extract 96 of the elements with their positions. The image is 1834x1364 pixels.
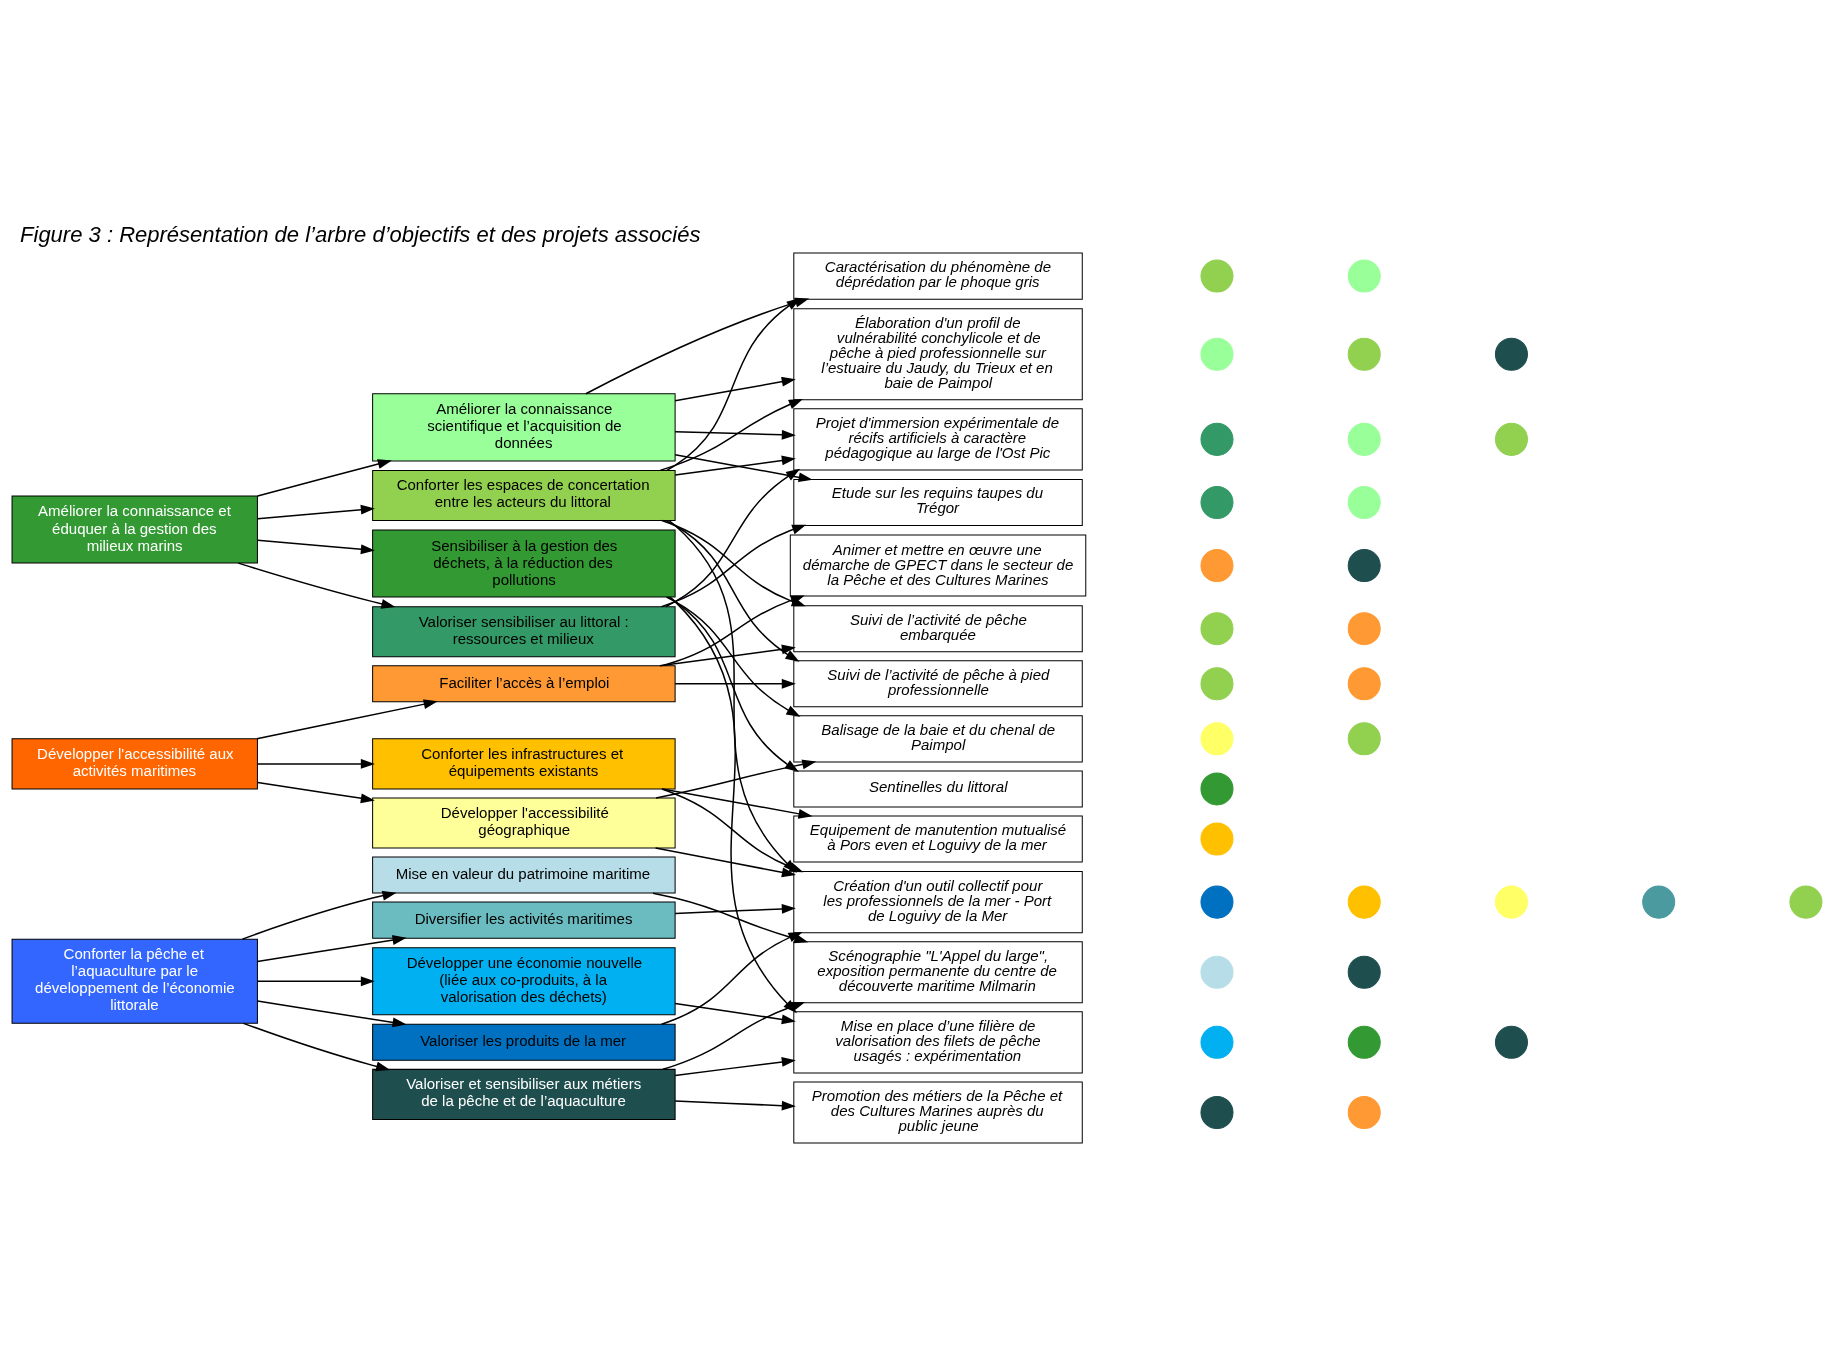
arrow	[667, 596, 799, 772]
arrow	[674, 1100, 796, 1111]
node-box: Création d'un outil collectif pour les professionnels de la mer - Port de Loguivy de la Mer	[793, 871, 1083, 934]
node-box: Projet d'immersion expérimentale de récifs artificiels à caractère pédagogique au large de l'Ost Pic	[793, 408, 1083, 471]
node-box: Valoriser sensibiliser au littoral : ressources et milieux	[372, 606, 676, 658]
diagram-title: Figure 3 : Représentation de l’arbre d’objectifs et des projets associés	[20, 221, 701, 247]
arrow	[674, 429, 796, 440]
node-circle	[1347, 885, 1381, 919]
arrow	[256, 935, 407, 963]
node-circle	[1200, 885, 1234, 919]
node-circle	[1347, 667, 1381, 701]
node-circle	[1200, 822, 1234, 856]
arrow	[654, 847, 796, 878]
node-box: Conforter les espaces de concertation entre les acteurs du littoral	[372, 469, 676, 521]
node-box: Balisage de la baie et du chenal de Paimpol	[793, 715, 1083, 763]
node-box: Valoriser les produits de la mer	[372, 1023, 676, 1061]
node-circle	[1200, 955, 1234, 989]
arrow	[674, 1002, 796, 1025]
arrow	[256, 758, 375, 769]
node-box: Sentinelles du littoral	[793, 770, 1083, 808]
node-box: Sensibiliser à la gestion des déchets, à la réduction des pollutions	[372, 529, 676, 598]
node-box: Diversifier les activités maritimes	[372, 901, 676, 939]
node-box: Scénographie "L'Appel du large", exposition permanente du centre de découverte maritime Milmarin	[793, 941, 1083, 1004]
arrow	[256, 539, 375, 555]
arrow	[256, 1000, 407, 1028]
node-circle	[1200, 1025, 1234, 1059]
node-circle	[1200, 772, 1234, 806]
arrow	[256, 699, 438, 740]
node-circle	[1200, 485, 1234, 519]
arrow	[242, 1022, 391, 1072]
node-box: Développer une économie nouvelle (liée aux co-produits, à la valorisation des déchets)	[372, 947, 676, 1016]
arrow	[659, 398, 803, 472]
arrow	[665, 468, 801, 608]
node-circle	[1200, 612, 1234, 646]
node-circle	[1200, 259, 1234, 293]
node-box: Mise en valeur du patrimoine maritime	[372, 856, 676, 894]
node-box: Mise en place d’une filière de valorisation des filets de pêche usagés : expérimentation	[793, 1011, 1083, 1074]
node-circle	[1642, 885, 1676, 919]
arrow	[674, 376, 796, 402]
node-circle	[1347, 485, 1381, 519]
node-circle	[1347, 1025, 1381, 1059]
node-circle	[1347, 422, 1381, 456]
node-circle	[1347, 259, 1381, 293]
node-box: Caractérisation du phénomène de déprédation par le phoque gris	[793, 252, 1083, 300]
node-circle	[1200, 667, 1234, 701]
arrow	[674, 1057, 796, 1077]
node-circle	[1200, 1095, 1234, 1129]
arrow	[655, 759, 817, 799]
node-circle	[1347, 612, 1381, 646]
node-box: Faciliter l’accès à l’emploi	[372, 665, 676, 703]
arrow	[661, 788, 813, 819]
node-box: Promotion des métiers de la Pêche et des Cultures Marines auprès du public jeune	[793, 1081, 1083, 1144]
node-box: Améliorer la connaissance et éduquer à la gestion des milieux marins	[11, 495, 258, 564]
node-circle	[1494, 885, 1528, 919]
node-circle	[1347, 549, 1381, 583]
node-circle	[1347, 722, 1381, 756]
node-circle	[1494, 422, 1528, 456]
node-box: Améliorer la connaissance scientifique et l’acquisition de données	[372, 393, 676, 462]
arrow	[665, 596, 801, 717]
node-box: Equipement de manutention mutualisé à Pors even et Loguivy de la mer	[793, 815, 1083, 863]
arrow	[256, 504, 375, 520]
node-circle	[1347, 337, 1381, 371]
arrow	[674, 904, 796, 915]
node-circle	[1200, 549, 1234, 583]
node-box: Conforter la pêche et l’aquaculture par le développement de l’économie littorale	[11, 938, 258, 1024]
node-circle	[1789, 885, 1823, 919]
arrow	[237, 562, 396, 609]
arrow	[666, 297, 801, 472]
node-box: Etude sur les requins taupes du Trégor	[793, 478, 1083, 526]
node-circle	[1200, 722, 1234, 756]
node-circle	[1494, 1025, 1528, 1059]
arrow	[660, 931, 803, 1025]
node-box: Développer l'accessibilité aux activités maritimes	[11, 738, 258, 790]
node-box: Suivi de l’activité de pêche embarquée	[793, 605, 1083, 653]
arrow	[256, 781, 375, 804]
node-box: Valoriser et sensibiliser aux métiers de la pêche et de l’aquaculture	[372, 1068, 676, 1120]
node-box: Animer et mettre en œuvre une démarche de GPECT dans le secteur de la Pêche et des Cultures Marines	[789, 534, 1087, 597]
arrow	[674, 678, 796, 689]
arrow	[665, 519, 800, 662]
arrow	[662, 1002, 806, 1071]
arrow	[668, 519, 797, 873]
node-box: Élaboration d'un profil de vulnérabilité conchylicole et de pêche à pied professionnelle sur l’estuaire du Jaudy, du Trieux et en baie de Paimpol	[793, 308, 1083, 401]
node-circle	[1347, 1095, 1381, 1129]
arrow	[241, 890, 397, 940]
node-circle	[1200, 422, 1234, 456]
arrow	[674, 455, 796, 476]
node-box: Développer l'accessibilité géographique	[372, 797, 676, 849]
node-circle	[1347, 955, 1381, 989]
node-box: Conforter les infrastructures et équipements existants	[372, 738, 676, 790]
arrow	[256, 976, 375, 987]
node-circle	[1494, 337, 1528, 371]
arrow	[659, 644, 796, 667]
node-box: Suivi de l’activité de pêche à pied professionnelle	[793, 660, 1083, 708]
node-circle	[1200, 337, 1234, 371]
arrow	[674, 453, 813, 483]
arrow	[256, 459, 392, 497]
